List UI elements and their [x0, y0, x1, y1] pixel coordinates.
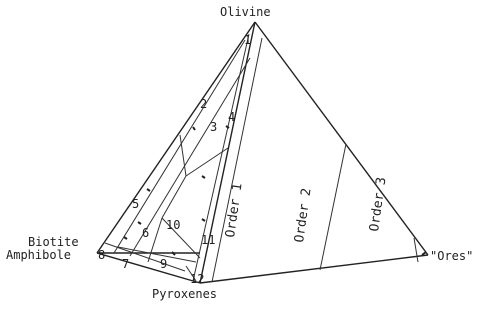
- field-label-3: 3: [210, 120, 217, 134]
- field-label-4: 4: [228, 110, 235, 124]
- inner-edge-left: [113, 39, 246, 254]
- field-label-2: 2: [200, 97, 207, 111]
- field-number-labels: 1 2 3 4 5 6 7 8 9 10 11 12: [98, 33, 251, 286]
- tick: [192, 126, 196, 131]
- inner-edge-left-2: [129, 57, 251, 257]
- field-label-11: 11: [201, 233, 215, 247]
- field-boundaries: [104, 39, 251, 282]
- field-label-1: 1: [244, 33, 251, 47]
- vertex-label-olivine: Olivine: [220, 5, 271, 19]
- field-line-7: [117, 246, 197, 263]
- vertex-label-biotite: Biotite: [28, 235, 79, 249]
- vertex-label-ores: "Ores": [430, 249, 473, 263]
- order-labels: Order 1 Order 2 Order 3: [223, 176, 389, 243]
- field-line-5: [161, 217, 201, 259]
- field-label-9: 9: [160, 257, 167, 271]
- field-label-8: 8: [98, 248, 105, 262]
- ores-corner-line: [413, 237, 419, 263]
- field-line-2: [185, 147, 229, 177]
- field-label-5: 5: [132, 197, 139, 211]
- tick: [421, 251, 427, 256]
- field-label-12: 12: [190, 272, 204, 286]
- order-label-3: Order 3: [367, 176, 389, 232]
- vertex-label-amphibole: Amphibole: [6, 248, 71, 262]
- edge-pyroxenes-ores: [199, 254, 429, 284]
- field-line-1: [179, 134, 187, 177]
- tick: [137, 221, 142, 225]
- edge-olivine-amphibole: [96, 21, 256, 254]
- order-label-1: Order 1: [223, 182, 245, 238]
- tick: [201, 175, 206, 179]
- edge-olivine-ores: [254, 21, 429, 256]
- tick: [146, 188, 151, 192]
- field-line-3: [161, 175, 187, 219]
- field-line-8: [185, 265, 197, 282]
- field-label-10: 10: [166, 218, 180, 232]
- order2-order3-boundary: [319, 143, 347, 271]
- tick: [225, 125, 230, 129]
- tick: [123, 236, 128, 240]
- vertex-labels: Olivine Biotite Amphibole Pyroxenes "Ore…: [6, 5, 473, 301]
- tick: [201, 218, 206, 222]
- field-line-6: [104, 242, 186, 272]
- field-ticks: [123, 125, 427, 256]
- order-label-2: Order 2: [292, 187, 314, 243]
- field-label-6: 6: [142, 226, 149, 240]
- order1-boundary-b: [211, 37, 263, 283]
- tick: [171, 251, 176, 256]
- field-label-7: 7: [122, 257, 129, 271]
- field-line-4: [147, 217, 163, 263]
- tetrahedron-edges: [96, 21, 429, 284]
- vertex-label-pyroxenes: Pyroxenes: [152, 287, 217, 301]
- edge-amphibole-pyroxenes-lower: [96, 252, 201, 284]
